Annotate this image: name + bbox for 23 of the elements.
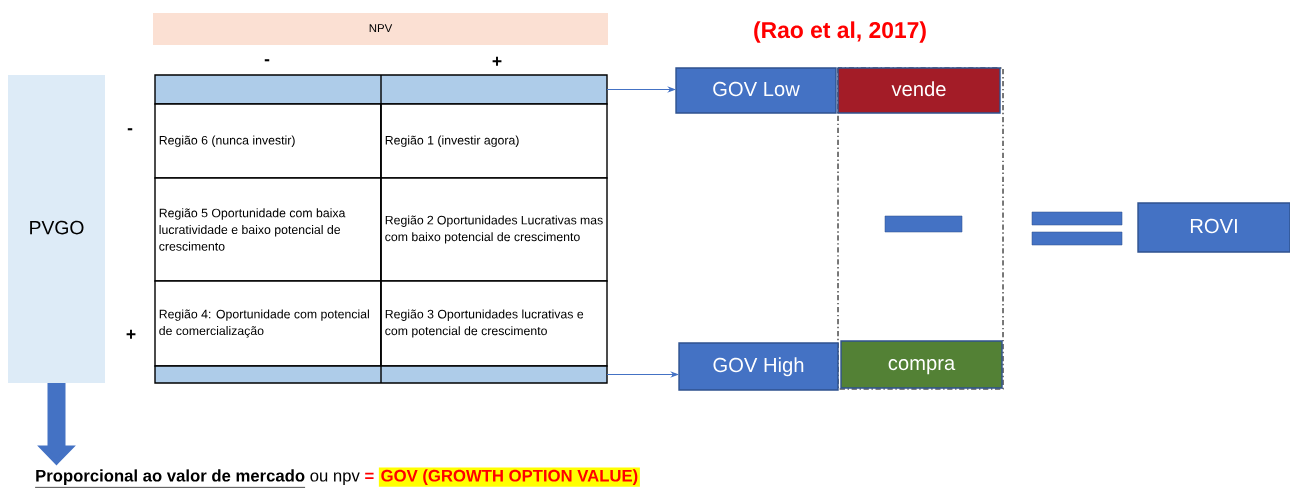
statement-text: Proporcional ao valor de mercado ou npv = GOV (GROWTH OPTION VALUE)	[34, 467, 640, 488]
label-box: GOV Low	[675, 67, 837, 114]
sign-label: -	[127, 128, 133, 131]
arrow	[606, 86, 676, 93]
label-box: GOV High	[678, 342, 839, 391]
npv-header-band: NPV	[153, 13, 608, 45]
label-box: compra	[840, 340, 1003, 389]
label-box: ROVI	[1137, 202, 1290, 253]
table-cell: Região 3 Oportunidades lucrativas e com potencial de crescimento	[380, 280, 608, 367]
sign-label: -	[264, 59, 270, 62]
arrow	[606, 371, 679, 378]
citation-text: (Rao et al, 2017)	[754, 21, 926, 43]
table-cell: Região 2 Oportunidades Lucrativas mas com baixo potencial de crescimento	[380, 177, 608, 282]
sign-label: +	[126, 329, 136, 339]
sign-label: +	[492, 56, 502, 66]
label-box: vende	[837, 67, 1001, 114]
highlight-bar	[154, 74, 608, 105]
table-cell: Região 1 (investir agora)	[380, 103, 608, 179]
highlight-bar	[154, 365, 608, 384]
table-cell: Região 4: Oportunidade com potencial de comercialização	[154, 280, 382, 367]
table-cell: Região 5 Oportunidade com baixa lucratividade e baixo potencial de crescimento	[154, 177, 382, 282]
table-cell: Região 6 (nunca investir)	[154, 103, 382, 179]
axis-band: PVGO	[8, 75, 105, 383]
